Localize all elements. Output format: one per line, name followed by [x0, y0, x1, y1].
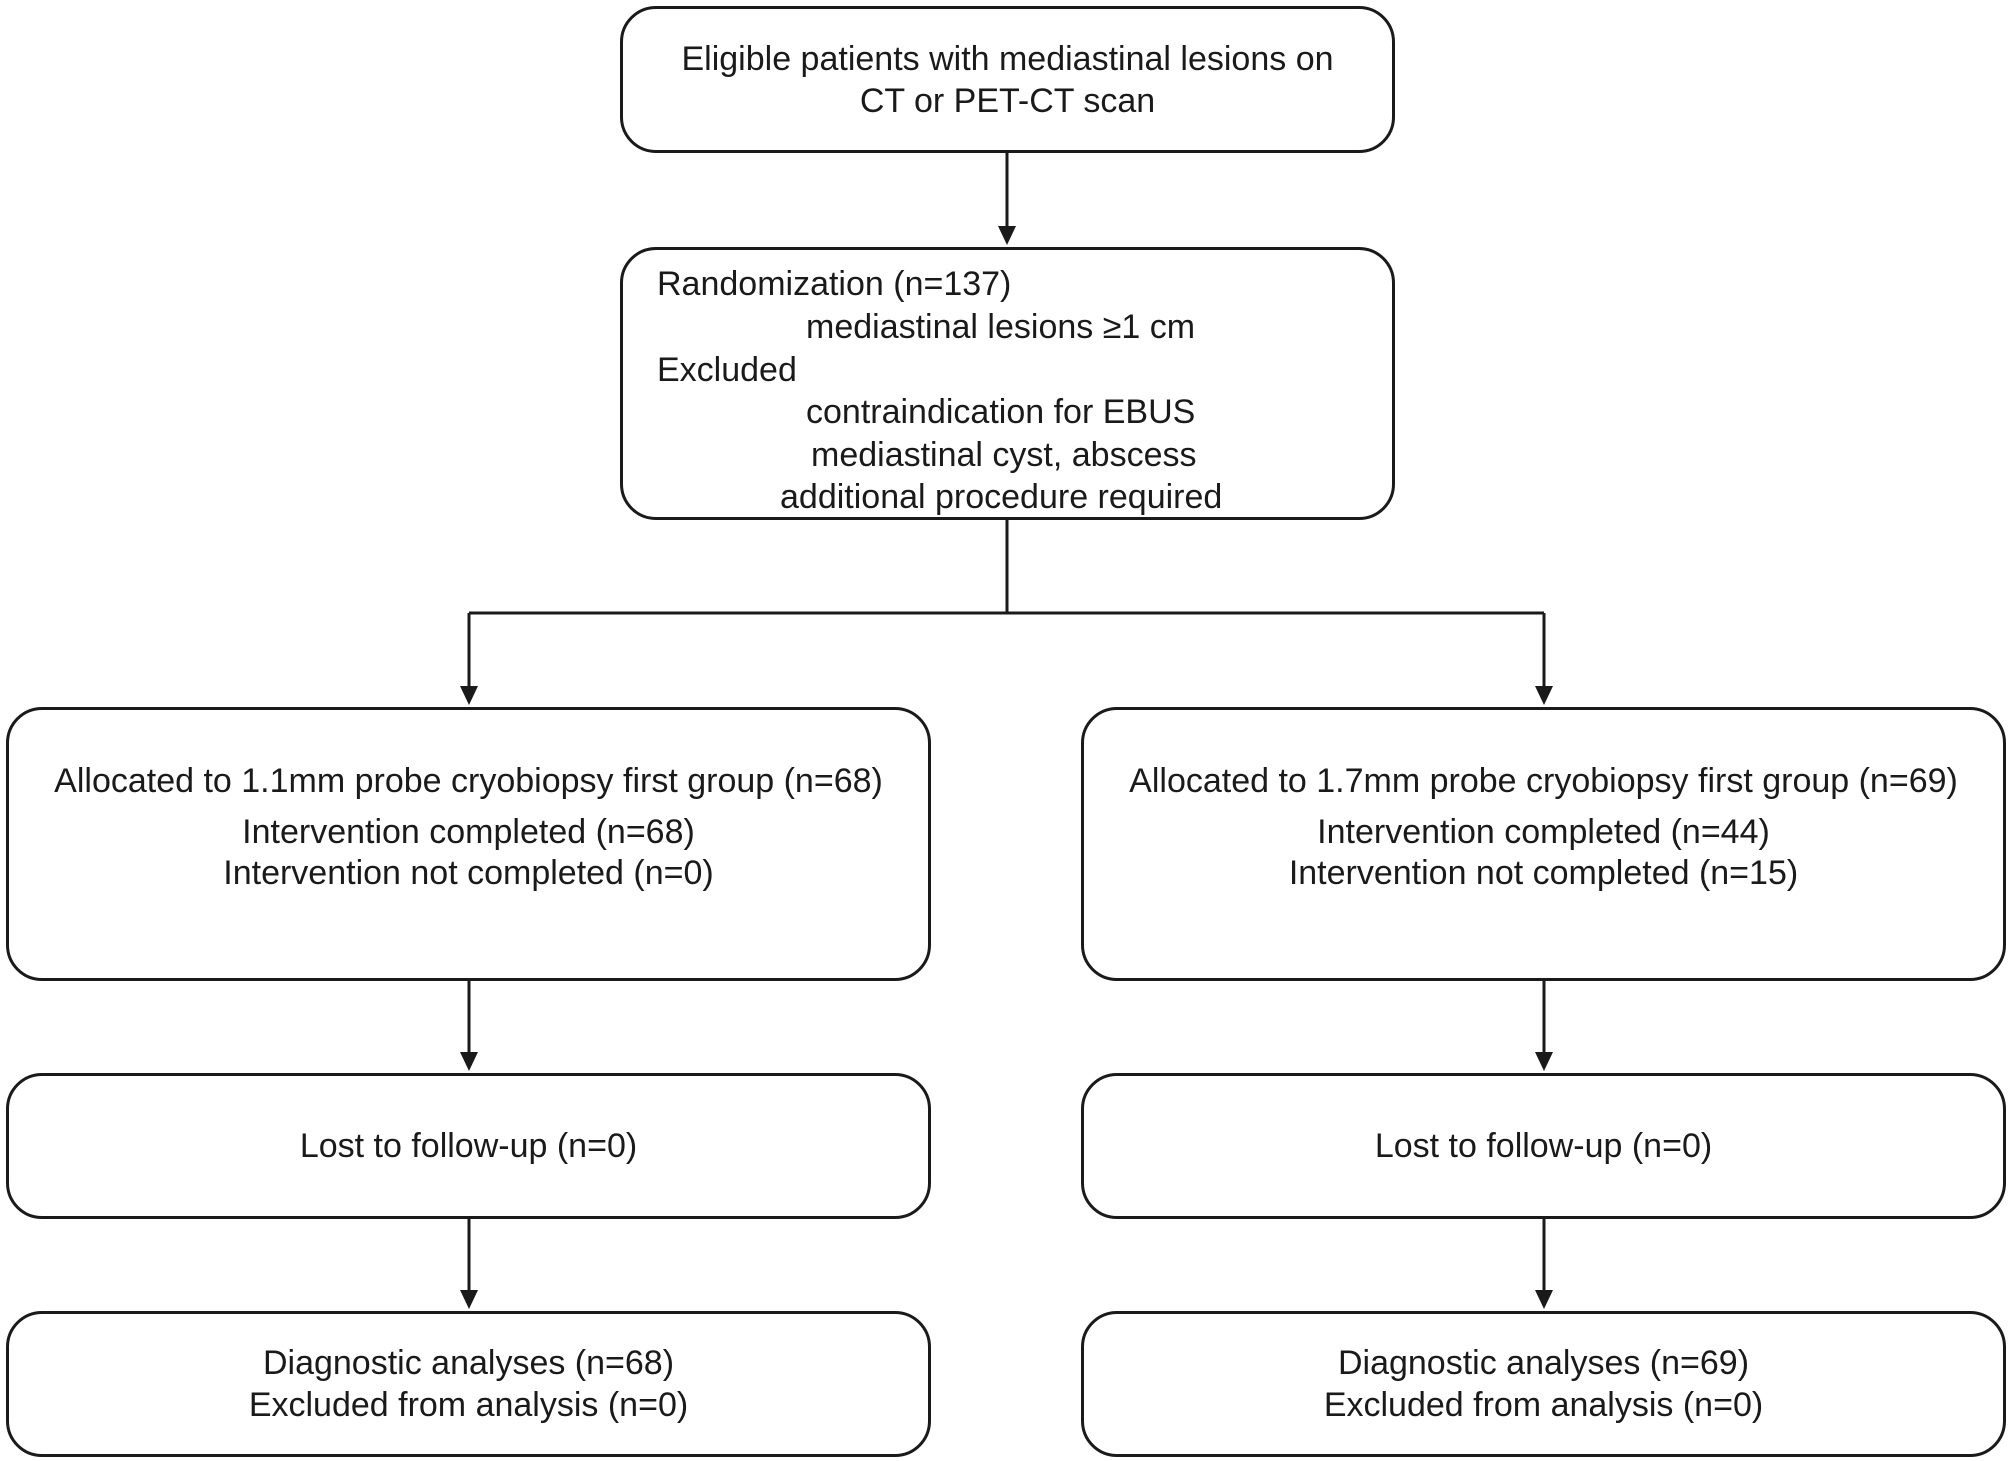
- excluded-from-analysis-right: Excluded from analysis (n=0): [1323, 1386, 1764, 1424]
- exclusion-item: mediastinal cyst, abscess: [811, 436, 1197, 474]
- enrollment-text-line-2: CT or PET-CT scan: [859, 81, 1156, 120]
- allocation-box-right: Allocated to 1.7mm probe cryobiopsy firs…: [1081, 707, 2006, 981]
- diagnostic-analyses-left: Diagnostic analyses (n=68): [262, 1344, 675, 1382]
- lost-to-followup-right: Lost to follow-up (n=0): [1374, 1127, 1713, 1165]
- exclusion-item: additional procedure required: [780, 478, 1223, 516]
- allocation-title-left: Allocated to 1.1mm probe cryobiopsy firs…: [54, 762, 883, 800]
- exclusion-item: contraindication for EBUS: [806, 393, 1196, 431]
- intervention-not-completed-right: Intervention not completed (n=15): [1288, 854, 1799, 892]
- enrollment-box: Eligible patients with mediastinal lesio…: [620, 6, 1395, 153]
- followup-box-left: Lost to follow-up (n=0): [6, 1073, 931, 1219]
- analysis-box-right: Diagnostic analyses (n=69) Excluded from…: [1081, 1311, 2006, 1457]
- allocation-box-left: Allocated to 1.1mm probe cryobiopsy firs…: [6, 707, 931, 981]
- inclusion-criterion: mediastinal lesions ≥1 cm: [806, 308, 1196, 346]
- randomization-title: Randomization (n=137): [657, 265, 1012, 303]
- analysis-box-left: Diagnostic analyses (n=68) Excluded from…: [6, 1311, 931, 1457]
- diagnostic-analyses-right: Diagnostic analyses (n=69): [1337, 1344, 1750, 1382]
- lost-to-followup-left: Lost to follow-up (n=0): [299, 1127, 638, 1165]
- intervention-completed-right: Intervention completed (n=44): [1317, 813, 1770, 851]
- intervention-not-completed-left: Intervention not completed (n=0): [223, 854, 714, 892]
- excluded-label: Excluded: [657, 351, 797, 389]
- excluded-from-analysis-left: Excluded from analysis (n=0): [248, 1386, 689, 1424]
- intervention-completed-left: Intervention completed (n=68): [242, 813, 695, 851]
- enrollment-text-line-1: Eligible patients with mediastinal lesio…: [681, 39, 1334, 78]
- followup-box-right: Lost to follow-up (n=0): [1081, 1073, 2006, 1219]
- randomization-box: Randomization (n=137) mediastinal lesion…: [620, 247, 1395, 520]
- allocation-title-right: Allocated to 1.7mm probe cryobiopsy firs…: [1129, 762, 1958, 800]
